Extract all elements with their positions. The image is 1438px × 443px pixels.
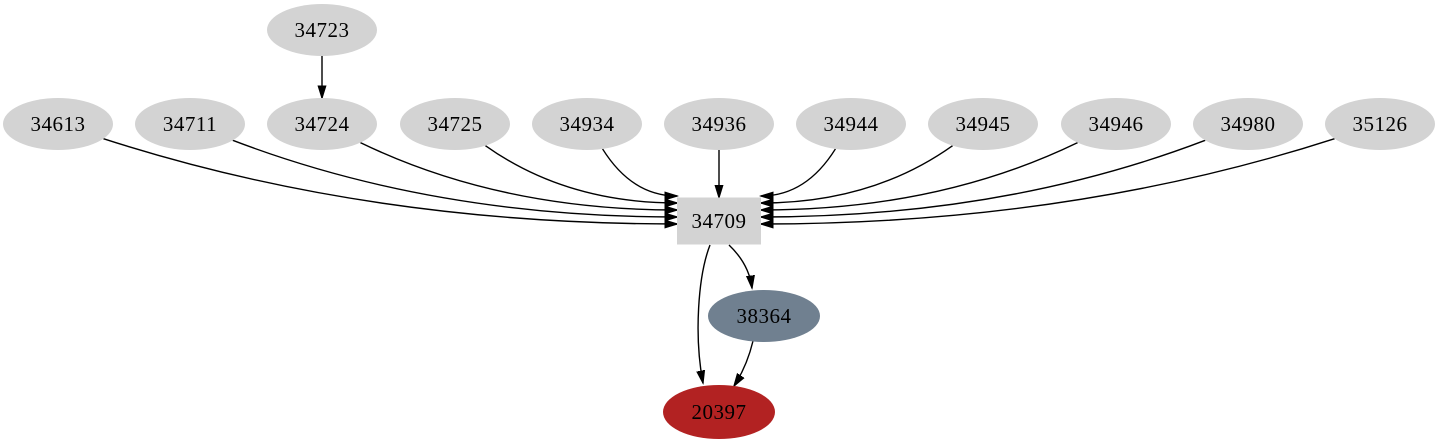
node-shape-ellipse	[400, 98, 510, 150]
node-label-34980: 34980	[1221, 112, 1276, 136]
node-label-20397: 20397	[692, 400, 747, 424]
node-label-34944: 34944	[824, 112, 879, 136]
node-shape-ellipse	[1061, 98, 1171, 150]
node-34980: 34980	[1193, 98, 1303, 150]
graph-edge	[728, 244, 752, 288]
node-shape-ellipse	[796, 98, 906, 150]
node-shape-ellipse	[663, 385, 775, 439]
node-label-34946: 34946	[1089, 112, 1144, 136]
node-shape-box	[677, 197, 761, 245]
node-shape-ellipse	[3, 98, 113, 150]
node-label-34724: 34724	[295, 112, 350, 136]
node-35126: 35126	[1325, 98, 1435, 150]
node-34723: 34723	[267, 4, 377, 56]
node-shape-ellipse	[267, 98, 377, 150]
graph-edge	[761, 145, 953, 203]
node-shape-ellipse	[708, 290, 820, 342]
node-label-34709: 34709	[692, 209, 747, 233]
node-34944: 34944	[796, 98, 906, 150]
graph-edge	[761, 148, 837, 196]
node-label-34613: 34613	[31, 112, 86, 136]
graph-edge	[734, 340, 754, 386]
graph-edge	[761, 141, 1078, 210]
graph-edge	[485, 145, 677, 203]
node-label-34725: 34725	[428, 112, 483, 136]
node-shape-ellipse	[928, 98, 1038, 150]
node-34936: 34936	[664, 98, 774, 150]
node-label-35126: 35126	[1353, 112, 1408, 136]
node-34725: 34725	[400, 98, 510, 150]
node-34724: 34724	[267, 98, 377, 150]
node-34946: 34946	[1061, 98, 1171, 150]
graph-edge	[360, 141, 677, 210]
node-shape-ellipse	[135, 98, 245, 150]
node-shape-ellipse	[532, 98, 642, 150]
node-20397: 20397	[663, 385, 775, 439]
node-label-34711: 34711	[163, 112, 217, 136]
graph-edge	[103, 138, 677, 224]
node-34613: 34613	[3, 98, 113, 150]
node-38364: 38364	[708, 290, 820, 342]
node-34934: 34934	[532, 98, 642, 150]
node-label-38364: 38364	[737, 304, 792, 328]
node-shape-ellipse	[1193, 98, 1303, 150]
graph-edge	[698, 244, 711, 383]
node-34711: 34711	[135, 98, 245, 150]
node-34945: 34945	[928, 98, 1038, 150]
graph-edge	[761, 138, 1335, 224]
node-shape-ellipse	[267, 4, 377, 56]
node-shape-ellipse	[1325, 98, 1435, 150]
node-label-34936: 34936	[692, 112, 747, 136]
graph-edge	[601, 148, 677, 196]
node-shape-ellipse	[664, 98, 774, 150]
node-34709: 34709	[677, 197, 761, 245]
graph-edge	[761, 139, 1206, 217]
node-label-34723: 34723	[295, 18, 350, 42]
graph-edge	[232, 139, 677, 217]
node-label-34945: 34945	[956, 112, 1011, 136]
node-label-34934: 34934	[560, 112, 615, 136]
